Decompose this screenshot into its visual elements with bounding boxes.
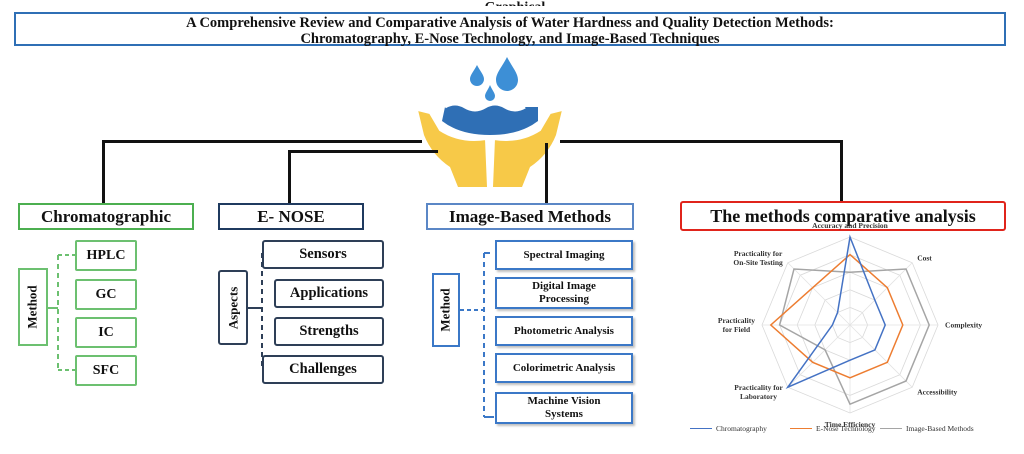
method-item-photometric-analysis: Photometric Analysis [495, 316, 633, 346]
radar-series-e-nose-technology [769, 253, 904, 379]
legend-label: Image-Based Methods [906, 424, 974, 433]
aspect-item-applications: Applications [274, 279, 384, 308]
radar-axis-label-line: Practicality for [734, 383, 783, 393]
connector-line [560, 140, 842, 143]
legend-swatch [690, 428, 712, 429]
radar-axis-label: Accuracy and Precision [812, 221, 888, 230]
dashed-bracket [48, 254, 75, 371]
legend-item-image-based: Image-Based Methods [880, 424, 974, 433]
radar-axis-label-line: Time Efficiency [824, 420, 876, 430]
legend-swatch [880, 428, 902, 429]
branch-header-image-based: Image-Based Methods [426, 203, 634, 230]
radar-axis-label: Time Efficiency [825, 420, 875, 429]
left-hand-icon [418, 110, 488, 187]
title-line-2: Chromatography, E-Nose Technology, and I… [300, 31, 720, 47]
radar-axis-label-line: Accuracy and Precision [812, 220, 888, 230]
radar-axis-label-line: On-Site Testing [733, 257, 783, 267]
radar-axis-label-line: Complexity [945, 320, 983, 330]
method-item-sfc: SFC [75, 355, 137, 386]
group-label-text: Aspects [225, 286, 241, 329]
legend-item-chromatography: Chromatography [690, 424, 767, 433]
branch-header-e-nose: E- NOSE [218, 203, 364, 230]
connector-line [288, 150, 291, 203]
water-icon [442, 104, 538, 135]
method-item-colorimetric-analysis: Colorimetric Analysis [495, 353, 633, 383]
radar-axis-label-line: Practicality for [733, 248, 783, 258]
radar-axis-spoke [787, 262, 851, 326]
legend-item-e-nose: E-Nose Technology [790, 424, 876, 433]
radar-series-image-based-methods [778, 268, 931, 406]
hands-water-drops-icon [417, 57, 563, 188]
branch-header-comparative-analysis: The methods comparative analysis [680, 201, 1006, 231]
method-item-machine-vision-systems: Machine Vision Systems [495, 392, 633, 424]
branch-header-chromatographic: Chromatographic [18, 203, 194, 230]
water-drop-icon [496, 57, 518, 91]
right-hand-icon [492, 110, 562, 187]
radar-axis-label-line: Practicality [717, 316, 755, 325]
radar-axis-label-line: for Field [722, 325, 751, 334]
radar-chart [761, 234, 939, 414]
group-label-text: Method [438, 288, 453, 332]
connector-line [545, 143, 548, 203]
dashed-bracket [460, 252, 494, 418]
legend-swatch [790, 428, 812, 429]
legend-label: Chromatography [716, 424, 767, 433]
radar-axis-label: Complexity [945, 321, 982, 330]
method-item-spectral-imaging: Spectral Imaging [495, 240, 633, 270]
method-item-gc: GC [75, 279, 137, 310]
radar-axis-spoke [787, 324, 851, 388]
method-item-ic: IC [75, 317, 137, 348]
radar-series-chromatography [785, 234, 887, 389]
radar-axis-spoke [849, 262, 913, 326]
radar-axis-label: Accessibility [917, 388, 957, 397]
connector-line [102, 140, 105, 203]
page-title: A Comprehensive Review and Comparative A… [14, 12, 1006, 47]
title-line-1: A Comprehensive Review and Comparative A… [186, 15, 834, 31]
radar-axis-label-line: Accessibility [917, 387, 958, 397]
group-label-aspects: Aspects [218, 270, 248, 345]
aspect-item-challenges: Challenges [262, 355, 384, 384]
method-item-hplc: HPLC [75, 240, 137, 271]
group-label-method: Method [18, 268, 48, 346]
aspect-item-sensors: Sensors [262, 240, 384, 269]
connector-line [102, 140, 422, 143]
water-drop-icon [485, 85, 495, 101]
group-label-text: Method [25, 285, 40, 329]
connector-line [288, 150, 438, 153]
aspect-item-strengths: Strengths [274, 317, 384, 346]
water-drop-icon [470, 65, 484, 86]
group-label-method: Method [432, 273, 460, 347]
radar-axis-label: Cost [917, 253, 932, 262]
method-item-digital-image-processing: Digital Image Processing [495, 277, 633, 309]
radar-axis-label-line: Cost [917, 253, 932, 263]
connector-line [840, 140, 843, 201]
title-fragment: Graphical Abstract [470, 0, 560, 6]
radar-axis-label-line: Laboratory [739, 392, 778, 402]
radar-axis-spoke [849, 324, 913, 388]
legend-label: E-Nose Technology [816, 424, 876, 433]
